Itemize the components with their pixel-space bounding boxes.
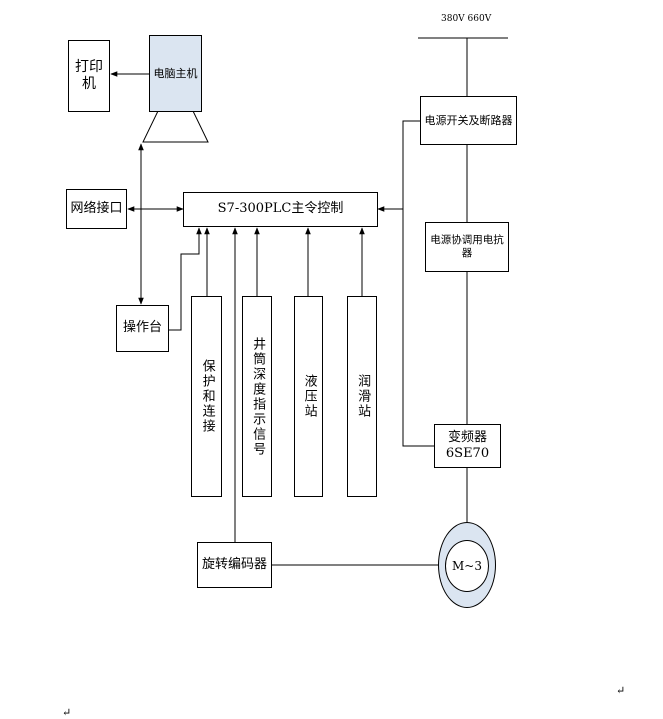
rotary-encoder-box: 旋转编码器: [197, 542, 272, 588]
paragraph-mark: ↵: [62, 706, 72, 719]
monitor-base: [142, 110, 209, 143]
plc-controller-box: S7-300PLC主令控制: [183, 192, 378, 227]
power-breaker-box: 电源开关及断路器: [420, 96, 517, 145]
motor-label: M~3: [445, 540, 489, 592]
pc-host-box: 电脑主机: [149, 35, 202, 112]
shaft-depth-signal-box: 井筒深度指示信号: [242, 296, 272, 497]
operator-console-box: 操作台: [116, 305, 169, 352]
paragraph-mark: ↵: [616, 684, 626, 697]
supply-voltage-label: 380V 660V: [441, 14, 492, 24]
lube-station-box: 润滑站: [347, 296, 377, 497]
hydraulic-station-box: 液压站: [294, 296, 323, 497]
protection-interlock-box: 保护和连接: [191, 296, 222, 497]
inverter-model: 6SE70: [445, 446, 490, 461]
inverter-name: 变频器: [447, 429, 487, 445]
inverter-plc-line: [402, 120, 434, 447]
printer-box: 打印机: [68, 40, 110, 112]
inverter-box: 变频器 6SE70: [434, 424, 501, 468]
network-interface-box: 网络接口: [66, 189, 127, 229]
console-plc-line: [169, 227, 202, 331]
reactor-box: 电源协调用电抗器: [425, 222, 509, 272]
